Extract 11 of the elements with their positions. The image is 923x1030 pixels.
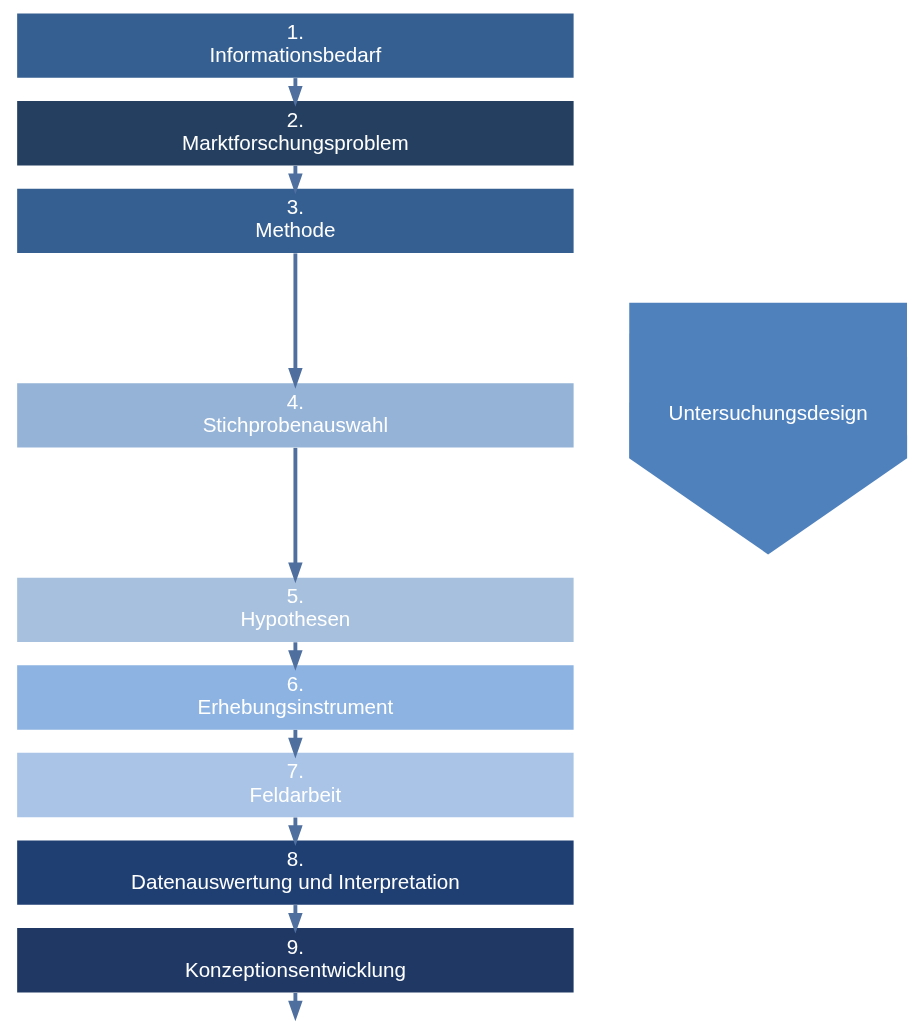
- node-box: 2. Marktforschungsproblem: [16, 101, 574, 166]
- node-box: 1. Informationsbedarf: [16, 13, 574, 78]
- node-box: 6. Erhebungsinstrument: [16, 665, 574, 730]
- node-box: 8. Datenauswertung und Interpretation: [16, 840, 574, 905]
- node-box: 9. Konzeptionsentwicklung: [16, 928, 574, 993]
- node-box: 4. Stichprobenauswahl: [16, 383, 574, 448]
- node-box: 3. Methode: [16, 188, 574, 254]
- arrow: [287, 253, 303, 389]
- node-box: 5. Hypothesen: [16, 577, 574, 643]
- arrow: [287, 447, 303, 584]
- node-box: 7. Feldarbeit: [16, 752, 574, 818]
